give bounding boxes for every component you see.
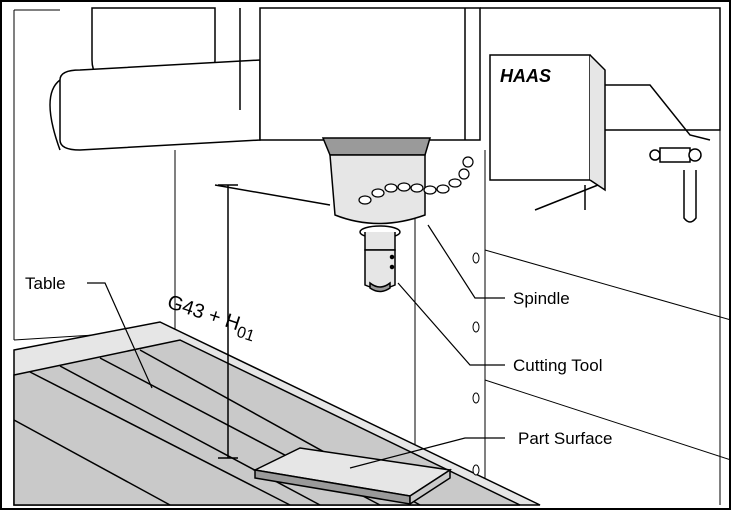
tool-length-dimension: [214, 184, 331, 459]
spindle-label: Spindle: [513, 289, 570, 308]
cutting-tool-label: Cutting Tool: [513, 356, 602, 375]
part-surface-label: Part Surface: [518, 429, 613, 448]
leader-lines: [87, 224, 505, 469]
part-block: [252, 447, 453, 506]
haas-control-box: [489, 54, 606, 211]
haas-logo: HAAS: [500, 66, 551, 86]
machine-column: [49, 7, 721, 151]
table-label: Table: [25, 274, 66, 293]
enclosure-holes: [472, 252, 480, 476]
air-fitting: [605, 84, 711, 223]
cutting-tool-body: [364, 249, 396, 293]
coolant-hose: [358, 156, 474, 205]
